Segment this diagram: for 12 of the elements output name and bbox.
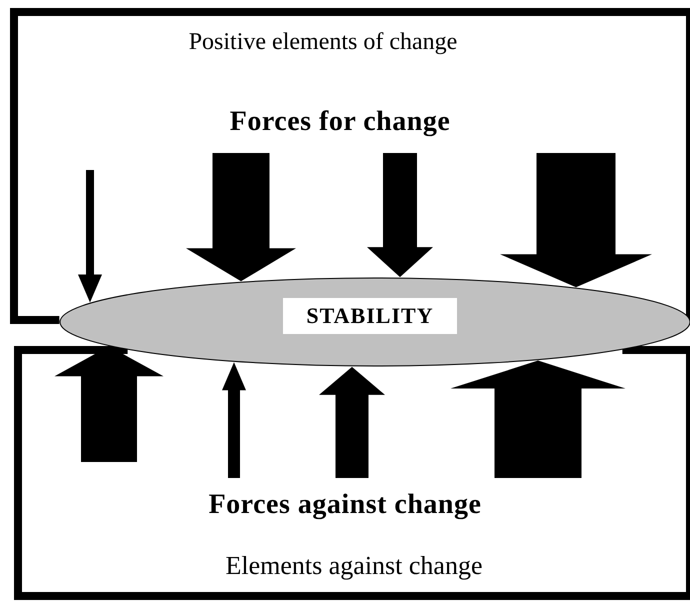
section-heading: Forces for change	[230, 106, 450, 138]
stability-label: STABILITY	[283, 298, 457, 334]
force-arrow	[186, 153, 296, 282]
force-arrow	[319, 366, 385, 478]
section-caption: Positive elements of change	[188, 29, 458, 56]
force-arrow	[367, 153, 433, 278]
force-arrow	[222, 362, 246, 478]
force-arrow	[500, 153, 652, 288]
force-arrow	[78, 170, 102, 303]
section-heading: Forces against change	[208, 489, 482, 521]
section-caption: Elements against change	[225, 551, 483, 581]
force-arrow	[450, 360, 626, 478]
